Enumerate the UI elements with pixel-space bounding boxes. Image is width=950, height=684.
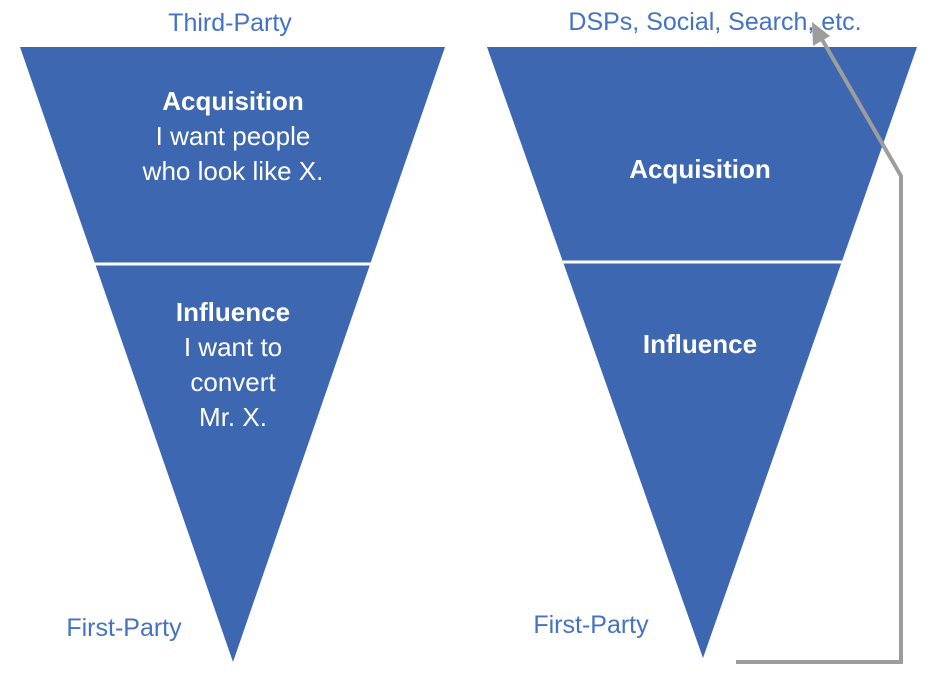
left-influence-section: Influence I want to convert Mr. X. xyxy=(176,297,290,432)
feedback-arrow-icon xyxy=(736,22,903,664)
left-influence-line: convert xyxy=(190,367,276,397)
left-acquisition-title: Acquisition xyxy=(162,86,304,116)
left-acquisition-section: Acquisition I want people who look like … xyxy=(142,86,324,186)
left-acquisition-line: I want people xyxy=(156,121,311,151)
left-acquisition-line: who look like X. xyxy=(142,156,324,186)
right-influence-title: Influence xyxy=(643,329,757,359)
right-funnel: DSPs, Social, Search, etc. Acquisition I… xyxy=(487,8,917,658)
left-influence-line: I want to xyxy=(184,332,282,362)
left-top-label: Third-Party xyxy=(168,9,292,37)
right-bottom-label: First-Party xyxy=(533,611,649,639)
left-funnel: Third-Party Acquisition I want people wh… xyxy=(20,9,445,662)
left-funnel-shape xyxy=(20,47,445,662)
right-acquisition-title: Acquisition xyxy=(629,154,771,184)
right-funnel-shape xyxy=(487,47,917,658)
left-influence-line: Mr. X. xyxy=(199,402,267,432)
left-influence-title: Influence xyxy=(176,297,290,327)
feedback-arrow-line xyxy=(736,34,903,664)
left-bottom-label: First-Party xyxy=(66,614,182,642)
feedback-arrow-head xyxy=(812,22,830,46)
